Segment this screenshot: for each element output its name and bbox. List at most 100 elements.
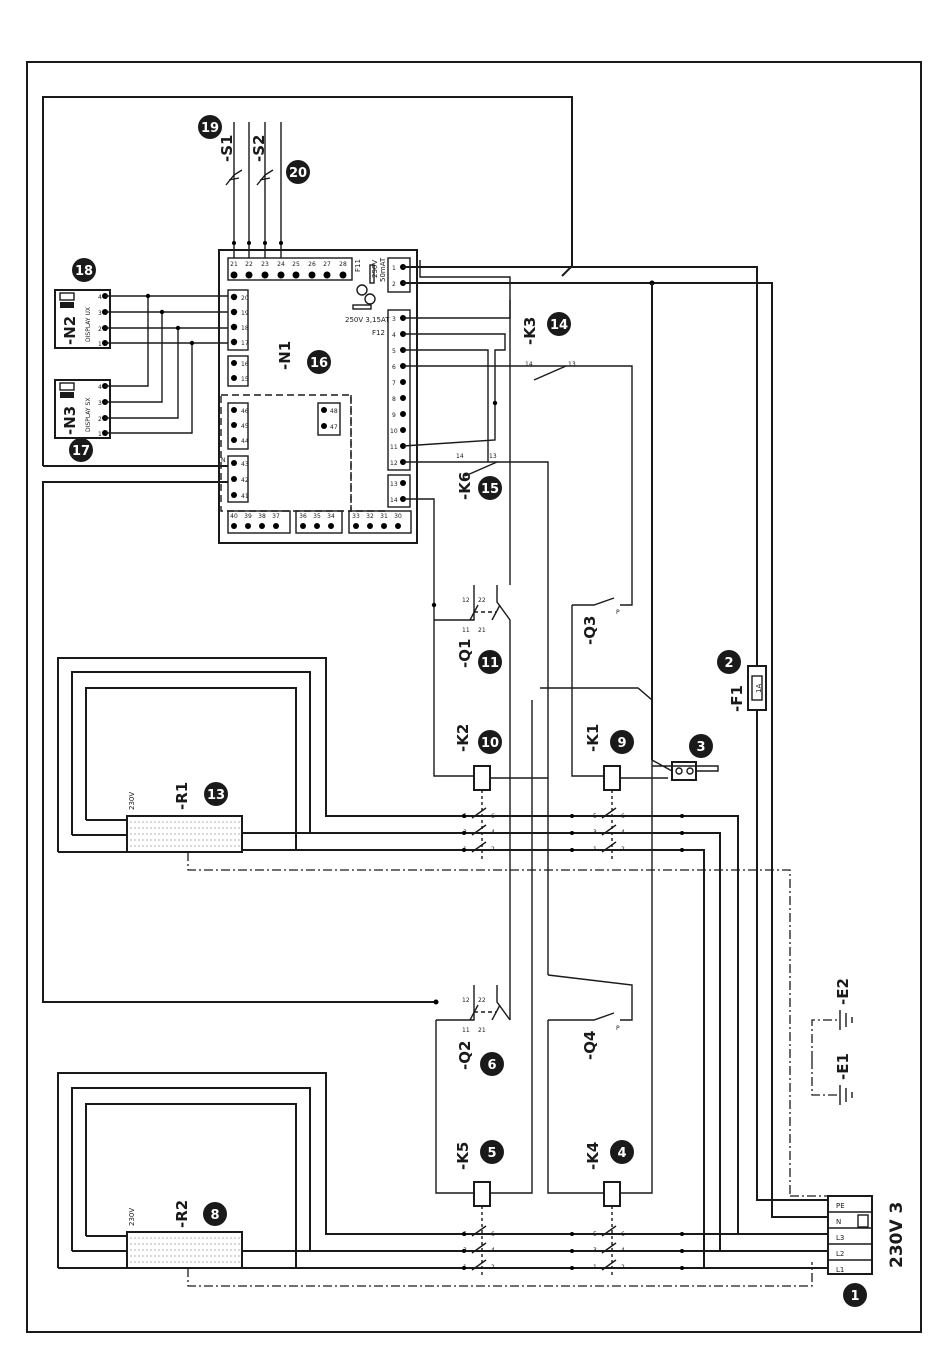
- coil-k4: [603, 1181, 621, 1207]
- n2-label: -N2: [61, 316, 79, 345]
- terminal-l1: L1: [836, 1266, 844, 1274]
- q3-pin-p: P: [616, 609, 620, 616]
- n2-pin-4: 4: [98, 294, 102, 301]
- coil-k1: [603, 765, 621, 791]
- control-board-n1: 21 22 23 24 25 26 27 28 20 19 18 17 16 1…: [218, 249, 418, 544]
- pin-6: 6: [392, 364, 396, 371]
- pin-8: 8: [392, 396, 396, 403]
- svg-text:15: 15: [481, 482, 499, 497]
- badge-20: 20: [286, 160, 310, 184]
- pin-37: 37: [272, 513, 280, 520]
- k6-pin-14: 14: [456, 453, 464, 460]
- terminal-block-17-20: 20 19 18 17: [230, 293, 249, 347]
- pin-5: 5: [392, 348, 396, 355]
- display-n3: DISPLAY SX 4 3 2 1: [54, 379, 111, 439]
- k2-label: -K2: [454, 724, 472, 752]
- f1-rating: 1A: [755, 684, 763, 693]
- terminal-l2: L2: [836, 1250, 844, 1258]
- pin-18: 18: [241, 325, 249, 332]
- q1-label: -Q1: [456, 639, 474, 668]
- relay-k3-contact: 14 13: [525, 361, 576, 381]
- terminal-l3: L3: [836, 1234, 844, 1242]
- badge-4: 4: [610, 1140, 634, 1164]
- board-right-wiring: [402, 260, 773, 1130]
- svg-text:11: 11: [481, 656, 499, 671]
- pin-39: 39: [244, 513, 252, 520]
- s1-label: -S1: [218, 135, 236, 162]
- terminal-pe: PE: [836, 1202, 845, 1210]
- k1-label: -K1: [584, 724, 602, 752]
- e1-label: -E1: [834, 1053, 852, 1080]
- svg-text:10: 10: [481, 736, 499, 751]
- q3-label: -Q3: [581, 616, 599, 645]
- pin-36: 36: [299, 513, 307, 520]
- pin-46: 46: [241, 408, 249, 415]
- badge-6: 6: [480, 1052, 504, 1076]
- svg-text:18: 18: [75, 264, 93, 279]
- badge-13: 13: [204, 782, 228, 806]
- n1-label: -N1: [276, 341, 294, 370]
- coil-k2: [473, 765, 491, 791]
- pin-35: 35: [313, 513, 321, 520]
- svg-text:16: 16: [310, 356, 328, 371]
- badge-9: 9: [610, 730, 634, 754]
- earth-e2: [811, 1010, 853, 1060]
- pressure-switch: [540, 687, 719, 790]
- contactor-q2-aux: 12 22 11 21: [435, 985, 511, 1194]
- pin-12: 12: [390, 460, 398, 467]
- n3-pin-2: 2: [98, 416, 102, 423]
- badge-17: 17: [69, 438, 93, 462]
- svg-text:14: 14: [550, 318, 568, 333]
- terminal-n: N: [836, 1218, 841, 1226]
- k6-pin-13: 13: [489, 453, 497, 460]
- e2-label: -E2: [834, 978, 852, 1005]
- badge-3: 3: [689, 734, 713, 758]
- fuse-f11-rating-b: 50mAT: [379, 257, 387, 282]
- svg-text:4: 4: [617, 1146, 626, 1161]
- heater-r2: 230V: [57, 1072, 738, 1270]
- pin-27: 27: [323, 261, 331, 268]
- badge-8: 8: [203, 1202, 227, 1226]
- contactor-q1-aux: 12 22 11 21: [431, 300, 511, 1020]
- k5-label: -K5: [454, 1142, 472, 1170]
- svg-text:8: 8: [210, 1208, 219, 1223]
- pin-10: 10: [390, 428, 398, 435]
- n2-pin-1: 1: [98, 341, 102, 348]
- k4-label: -K4: [584, 1142, 602, 1170]
- supply-terminal-block: PE N L3 L2 L1: [827, 1195, 873, 1275]
- s2-label: -S2: [250, 135, 268, 162]
- fuse-f12-label: F12: [372, 329, 385, 337]
- badge-18: 18: [72, 258, 96, 282]
- display-wiring: [105, 293, 228, 434]
- pin-24: 24: [277, 261, 285, 268]
- n2-pin-2: 2: [98, 326, 102, 333]
- pin-45: 45: [241, 423, 249, 430]
- sensor-s1: [225, 122, 251, 258]
- pin-41: 41: [241, 493, 249, 500]
- r1-label: -R1: [173, 782, 191, 810]
- pin-20: 20: [241, 295, 249, 302]
- badge-10: 10: [478, 730, 502, 754]
- pe-dash-r2: [187, 1262, 813, 1287]
- pin-4: 4: [392, 332, 396, 339]
- n3-pin-1: 1: [98, 431, 102, 438]
- pin-31: 31: [380, 513, 388, 520]
- n2-display-text: DISPLAY UX: [85, 307, 92, 342]
- svg-text:13: 13: [207, 788, 225, 803]
- pin-14: 14: [390, 497, 398, 504]
- pin-11: 11: [390, 444, 398, 451]
- n2-pin-3: 3: [98, 310, 102, 317]
- pin-42: 42: [241, 477, 249, 484]
- coil-k5: [473, 1181, 491, 1207]
- badge-19: 19: [198, 115, 222, 139]
- q2-pin-21: 21: [478, 1027, 486, 1034]
- pin-40: 40: [230, 513, 238, 520]
- svg-text:2: 2: [724, 656, 733, 671]
- pin-2: 2: [392, 281, 396, 288]
- q4-label: -Q4: [581, 1031, 599, 1060]
- k3-label: -K3: [521, 317, 539, 345]
- diagram-frame: [26, 61, 922, 1333]
- pin-17: 17: [241, 340, 249, 347]
- switch-q3: P: [571, 593, 633, 777]
- earth-e1: [811, 1060, 853, 1105]
